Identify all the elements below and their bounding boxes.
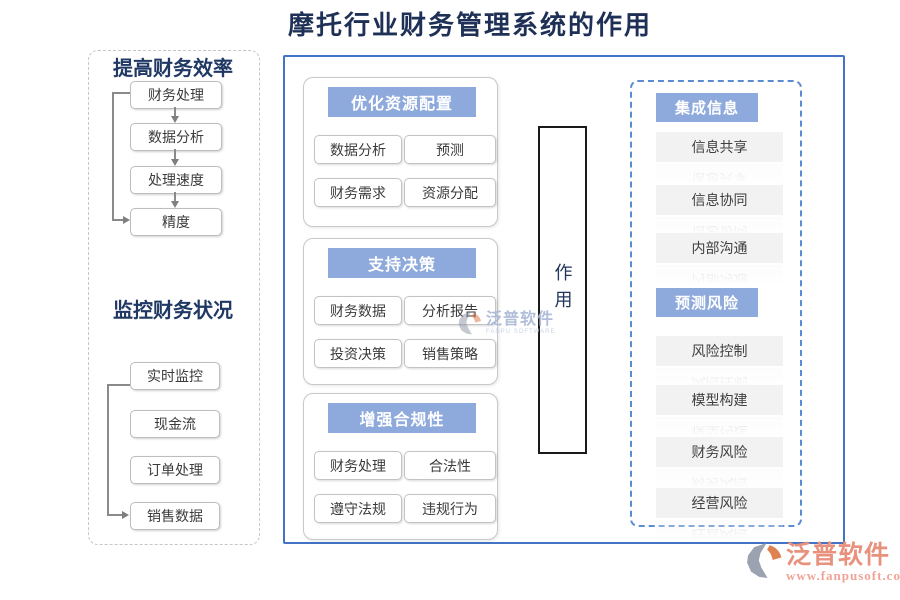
right-section1-header: 集成信息 — [656, 93, 758, 122]
item-reflection: 经营风险 — [656, 520, 783, 538]
connector-line — [107, 514, 123, 516]
watermark-caption: FANPU SOFTWARE — [486, 329, 556, 335]
flow-box-chulisudu: 处理速度 — [130, 166, 222, 194]
group-item: 合法性 — [404, 451, 496, 480]
group-card-youhuaziyuanpeizhi: 优化资源配置 数据分析 预测 财务需求 资源分配 — [303, 77, 498, 227]
connector-line — [174, 149, 176, 159]
right-item-fengxiankongzhi: 风险控制 — [656, 336, 783, 366]
group-header: 支持决策 — [328, 248, 476, 278]
flow-box-xiaoshoushuju: 销售数据 — [130, 502, 220, 530]
connector-line — [112, 92, 114, 221]
flow-box-shujufenxi: 数据分析 — [130, 123, 222, 151]
watermark-brand: 泛普软件 — [486, 311, 555, 328]
connector-line — [112, 92, 130, 94]
group-item: 预测 — [404, 135, 496, 164]
fanpu-logo-icon — [458, 311, 481, 335]
flow-box-jingdu: 精度 — [130, 208, 222, 236]
page-title: 摩托行业财务管理系统的作用 — [287, 11, 652, 40]
group-card-zengqiangheguixing: 增强合规性 财务处理 合法性 遵守法规 违规行为 — [303, 393, 498, 540]
sidebar-section2-title: 监控财务状况 — [113, 300, 233, 322]
item-reflection: 信息协同 — [656, 217, 783, 235]
connector-line — [174, 192, 176, 202]
group-item: 违规行为 — [404, 494, 496, 523]
right-dashed-panel — [630, 80, 802, 527]
group-header: 增强合规性 — [328, 403, 476, 433]
center-watermark: 泛普软件 FANPU SOFTWARE — [458, 311, 555, 335]
group-item: 财务需求 — [314, 178, 402, 207]
group-card-zhichijuece: 支持决策 财务数据 分析报告 投资决策 销售策略 — [303, 238, 498, 385]
item-reflection: 财务风险 — [656, 469, 783, 487]
role-label-box: 作用 — [538, 126, 587, 454]
connector-line — [174, 107, 176, 117]
arrow-down-icon — [171, 116, 179, 123]
right-item-moxinggoujian: 模型构建 — [656, 385, 783, 415]
group-item: 财务处理 — [314, 451, 402, 480]
group-item: 数据分析 — [314, 135, 402, 164]
right-item-caiwufengxian: 财务风险 — [656, 437, 783, 467]
sidebar-section1-title: 提高财务效率 — [113, 58, 233, 80]
group-item: 分析报告 — [404, 296, 496, 325]
left-sidebar-panel — [88, 50, 260, 545]
right-item-jingyingfengxian: 经营风险 — [656, 488, 783, 518]
flow-box-caiwuchuli: 财务处理 — [130, 81, 222, 109]
footer-url: www.fanpusoft.com — [786, 568, 900, 583]
arrow-down-icon — [171, 159, 179, 166]
arrow-right-icon — [122, 511, 129, 519]
item-reflection: 内部沟通 — [656, 265, 783, 283]
flow-box-dingdanchuli: 订单处理 — [130, 456, 220, 484]
group-item: 资源分配 — [404, 178, 496, 207]
item-reflection: 风险控制 — [656, 368, 783, 386]
center-container-frame — [283, 55, 845, 544]
connector-line — [107, 384, 109, 516]
right-section2-header: 预测风险 — [656, 288, 758, 317]
flow-box-xianjinliu: 现金流 — [130, 410, 220, 438]
group-item: 销售策略 — [404, 339, 496, 368]
role-label: 作用 — [552, 263, 573, 317]
group-item: 财务数据 — [314, 296, 402, 325]
arrow-right-icon — [123, 216, 130, 224]
item-reflection: 信息共享 — [656, 164, 783, 182]
connector-line — [112, 219, 124, 221]
item-reflection: 模型构建 — [656, 417, 783, 435]
group-item: 遵守法规 — [314, 494, 402, 523]
connector-line — [107, 384, 130, 386]
group-header: 优化资源配置 — [328, 87, 476, 117]
arrow-down-icon — [171, 201, 179, 208]
right-item-xinxigongxiang: 信息共享 — [656, 132, 783, 162]
flow-box-shishijiankong: 实时监控 — [130, 362, 220, 390]
right-item-neibugoutong: 内部沟通 — [656, 233, 783, 263]
fanpu-logo-icon — [747, 543, 782, 578]
group-item: 投资决策 — [314, 339, 402, 368]
right-item-xinxixietong: 信息协同 — [656, 185, 783, 215]
footer-brand: 泛普软件 — [786, 542, 891, 569]
footer-logo: 泛普软件 www.fanpusoft.com — [746, 542, 900, 583]
